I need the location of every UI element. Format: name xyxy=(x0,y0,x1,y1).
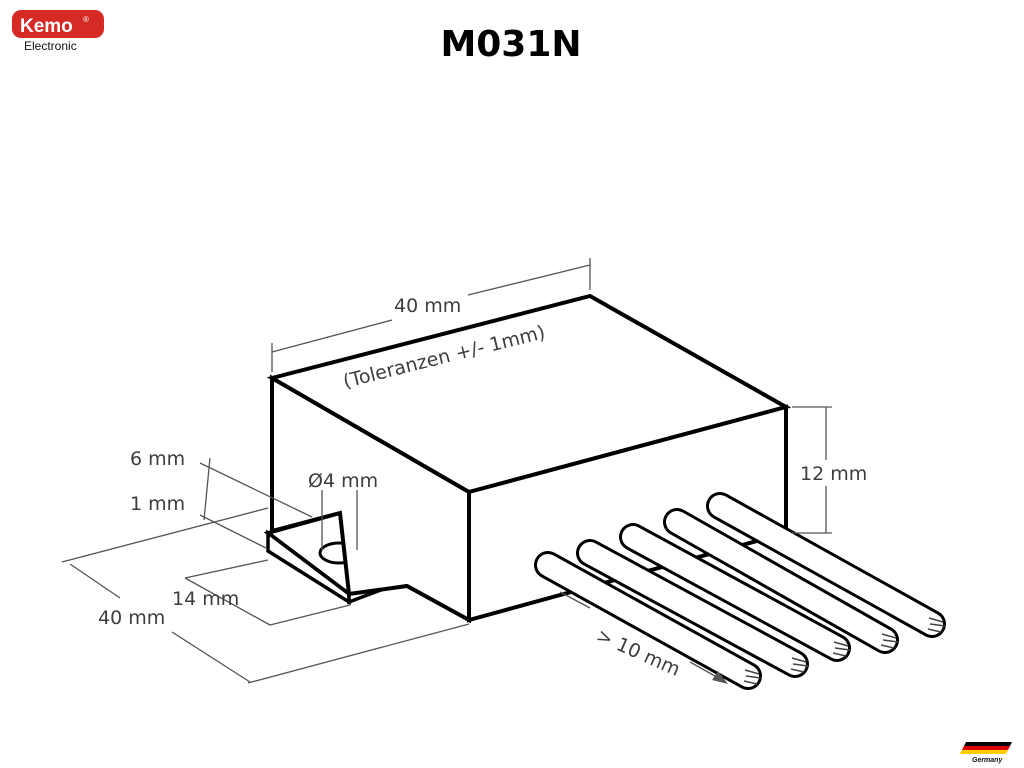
wire-bundle xyxy=(534,492,946,690)
wire-5 xyxy=(706,492,946,638)
flag-stripe-gold xyxy=(960,750,1008,754)
label-tab-depth: 14 mm xyxy=(172,588,239,610)
label-depth-left: 40 mm xyxy=(98,607,165,629)
label-tab-thickness: 1 mm xyxy=(130,493,185,515)
label-tab-width: 6 mm xyxy=(130,448,185,470)
wire-2 xyxy=(576,539,809,678)
label-height-right: 12 mm xyxy=(800,463,867,485)
germany-badge: Germany xyxy=(960,742,1012,764)
wire-1 xyxy=(534,551,762,690)
logo-name: Kemo xyxy=(20,16,73,37)
page-title: M031N xyxy=(440,24,581,65)
flag-stripe-red xyxy=(962,746,1010,750)
flag-stripe-black xyxy=(964,742,1012,746)
label-width-top: 40 mm xyxy=(394,295,461,317)
wire-4 xyxy=(663,508,899,654)
germany-label: Germany xyxy=(972,757,1003,764)
module-housing xyxy=(266,293,792,624)
kemo-logo: Kemo ® Electronic xyxy=(12,10,104,53)
logo-registered: ® xyxy=(83,15,89,24)
logo-subtitle: Electronic xyxy=(24,39,77,53)
label-hole-diameter: Ø4 mm xyxy=(308,470,378,492)
dimension-lines xyxy=(61,258,832,684)
logo-badge xyxy=(12,10,104,38)
wire-3 xyxy=(619,523,851,662)
